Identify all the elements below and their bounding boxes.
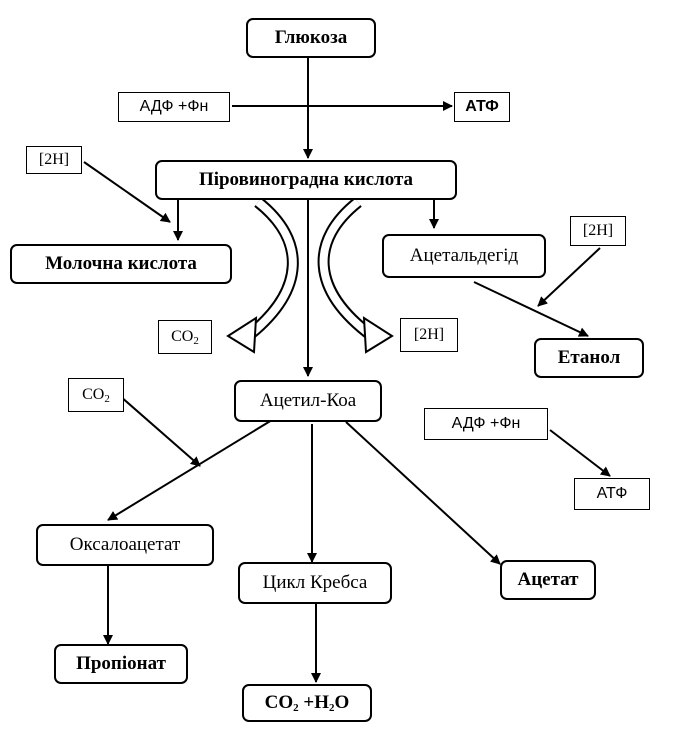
arrow-acetylcoa-to-oxaloacetate [107, 419, 273, 521]
acetaldehyde-label: Ацетальдегід [409, 245, 519, 266]
h2-middle-label: [2H] [413, 326, 445, 343]
propionate-node: Пропіонат [54, 644, 188, 684]
co2-middle-label: CO2 [171, 328, 199, 347]
oxaloacetate-node: Оксалоацетат [36, 524, 214, 566]
ethanol-node: Етанол [534, 338, 644, 378]
h2-left-label: [2H] [38, 151, 70, 168]
adp-pi-top-label: АДФ +Фн [139, 98, 209, 115]
atp-top-label: АТФ [465, 98, 499, 115]
krebs-cycle-label: Цикл Кребса [262, 572, 368, 593]
h2-middle-box: [2H] [400, 318, 458, 352]
lactic-acid-label: Молочна кислота [45, 253, 197, 274]
acetate-label: Ацетат [517, 569, 579, 590]
h2-right-box: [2H] [570, 216, 626, 246]
final-co2-subscript: 2 [293, 702, 299, 714]
pyruvic-acid-label: Піровиноградна кислота [198, 169, 414, 190]
arrow-co2-to-oxaloacetate-path [119, 395, 201, 467]
arrow-adp-to-atp-right [549, 429, 611, 477]
glucose-node: Глюкоза [246, 18, 376, 58]
ethanol-label: Етанол [557, 347, 621, 368]
adp-pi-top-box: АДФ +Фн [118, 92, 230, 122]
co2-middle-box: CO2 [158, 320, 212, 354]
h2-left-box: [2H] [26, 146, 82, 174]
atp-right-box: АТФ [574, 478, 650, 510]
adp-pi-right-box: АДФ +Фн [424, 408, 548, 440]
co2-left-label: CO2 [82, 386, 110, 405]
arrow-2h-to-ethanol-path [537, 247, 601, 307]
arrow-acetylcoa-to-acetate [345, 421, 501, 565]
atp-right-label: АТФ [596, 485, 628, 502]
lactic-acid-node: Молочна кислота [10, 244, 232, 284]
acetyl-coa-label: Ацетил-Коа [259, 390, 357, 411]
h2-right-label: [2H] [582, 222, 614, 239]
atp-top-box: АТФ [454, 92, 510, 122]
curved-arrow-2h-head [362, 316, 394, 354]
krebs-cycle-node: Цикл Кребса [238, 562, 392, 604]
glucose-label: Глюкоза [274, 27, 348, 48]
co2-h2o-node: CO2 +H2O [242, 684, 372, 722]
oxaloacetate-label: Оксалоацетат [69, 534, 181, 555]
adp-pi-right-label: АДФ +Фн [451, 415, 521, 432]
acetaldehyde-node: Ацетальдегід [382, 234, 546, 278]
co2-left-box: CO2 [68, 378, 124, 412]
co2-middle-subscript: 2 [193, 334, 199, 347]
acetate-node: Ацетат [500, 560, 596, 600]
final-co-text: CO [264, 692, 294, 713]
arrow-acetaldehyde-to-ethanol [473, 281, 589, 337]
co2-h2o-label: CO2 +H2O [265, 692, 350, 714]
curved-arrow-2h-release-inner [319, 198, 375, 340]
curved-arrow-co2-release-inner [245, 198, 297, 340]
arrow-2h-to-lactate [83, 161, 171, 223]
final-h2-subscript: 2 [329, 702, 335, 714]
co2-left-subscript: 2 [104, 392, 110, 405]
pyruvic-acid-node: Піровиноградна кислота [155, 160, 457, 200]
final-o-text: O [334, 692, 350, 713]
curved-arrow-co2-head [226, 316, 258, 354]
final-plus-h-text: +H [298, 692, 330, 713]
acetyl-coa-node: Ацетил-Коа [234, 380, 382, 422]
co2-middle-text: CO [171, 327, 194, 345]
propionate-label: Пропіонат [76, 653, 166, 674]
co2-left-text: CO [82, 385, 105, 403]
